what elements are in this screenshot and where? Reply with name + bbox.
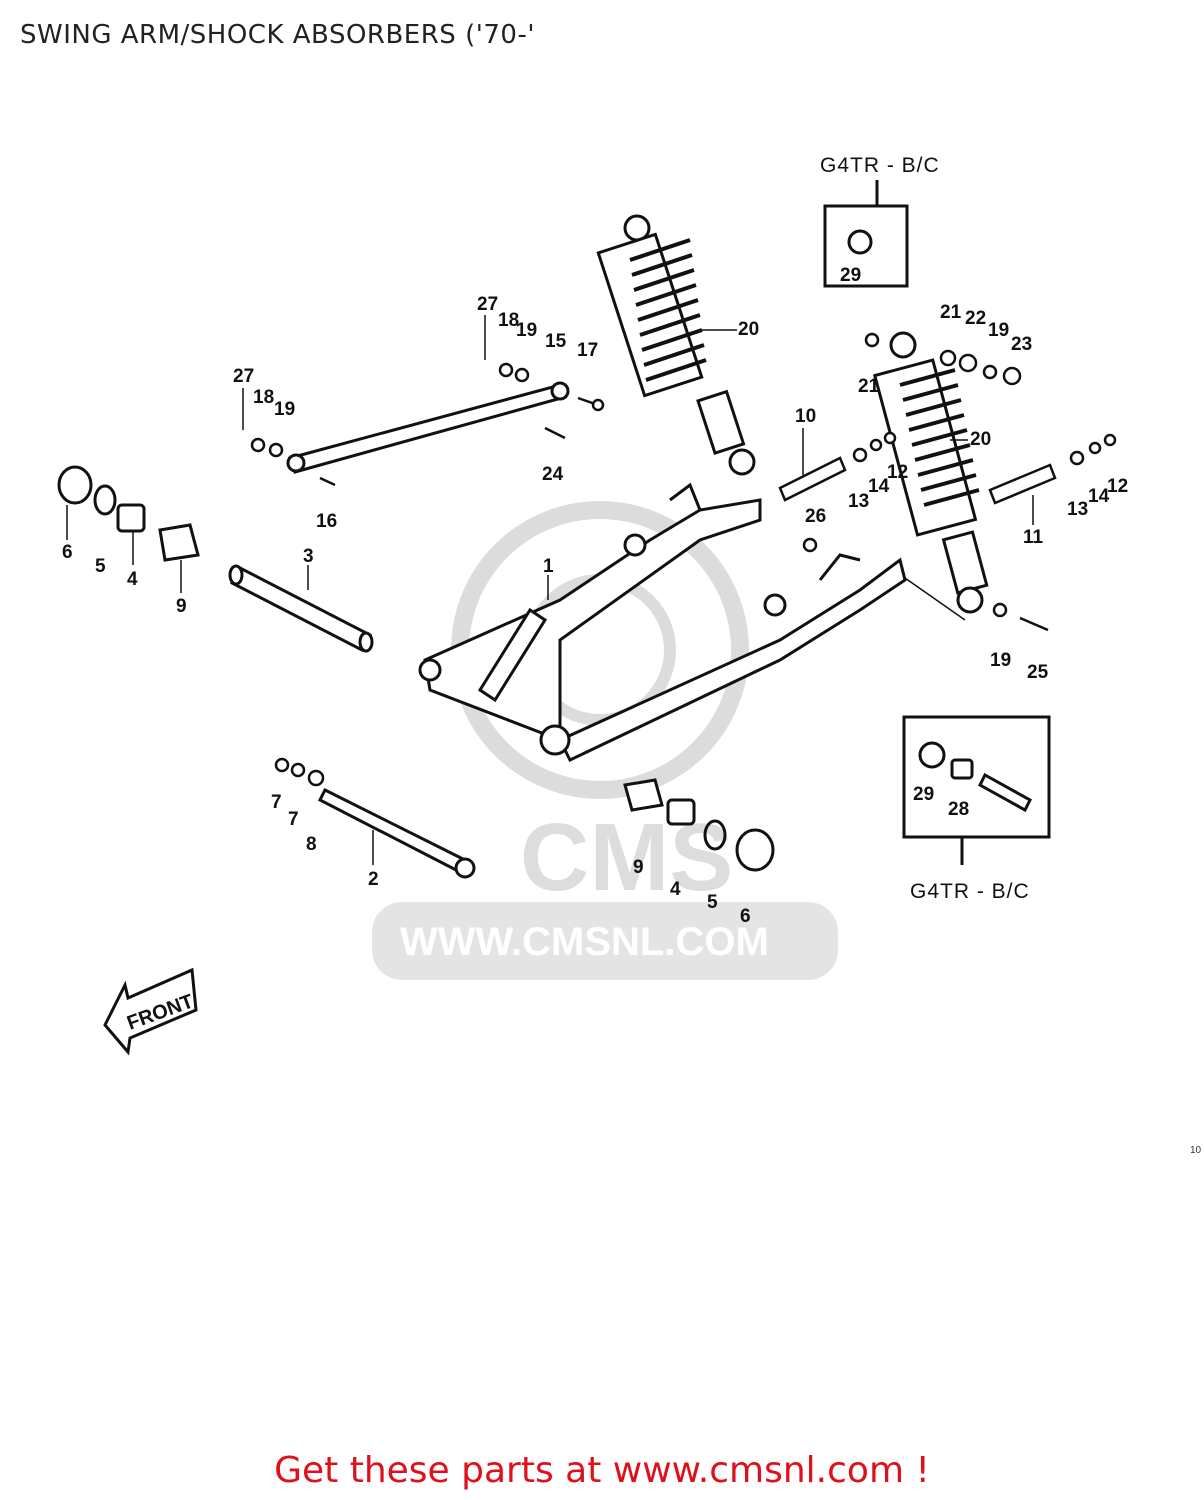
callout-16: 16: [316, 511, 337, 532]
callout-21a: 21: [940, 302, 962, 323]
callout-5b: 5: [707, 892, 718, 913]
callout-20b: 20: [970, 429, 991, 450]
callout-22: 22: [965, 308, 986, 329]
callout-25: 25: [1027, 662, 1049, 683]
callout-17: 17: [577, 340, 598, 361]
callout-5: 5: [95, 556, 106, 577]
callout-27b: 27: [477, 294, 498, 315]
callout-19c: 19: [988, 320, 1009, 341]
callout-6b: 6: [740, 906, 751, 927]
shock-absorber-right: [872, 331, 989, 614]
fasteners: [250, 332, 1117, 787]
callout-10: 10: [795, 406, 816, 427]
watermark-brand: CMS: [520, 804, 733, 911]
callout-1: 1: [543, 556, 554, 577]
callout-2: 2: [368, 869, 379, 890]
shock-absorber-left: [596, 214, 756, 476]
callout-8: 8: [306, 834, 317, 855]
variant-box-bottom: [902, 715, 1051, 865]
callout-26: 26: [805, 506, 826, 527]
box-label-bottom: G4TR - B/C: [910, 880, 1030, 903]
footer-link[interactable]: Get these parts at www.cmsnl.com !: [274, 1450, 930, 1491]
callout-9: 9: [176, 596, 187, 617]
callout-12b: 12: [1107, 476, 1128, 497]
callout-18b: 18: [498, 310, 519, 331]
callout-4b: 4: [670, 879, 681, 900]
callout-7b: 7: [288, 809, 299, 830]
callout-19b: 19: [516, 320, 537, 341]
callout-7a: 7: [271, 792, 282, 813]
callout-13b: 13: [1067, 499, 1088, 520]
callout-20a: 20: [738, 319, 759, 340]
variant-box-top: [823, 180, 909, 288]
callout-3: 3: [303, 546, 314, 567]
callout-13a: 13: [848, 491, 869, 512]
callout-24: 24: [542, 464, 564, 485]
callout-19d: 19: [990, 650, 1011, 671]
front-arrow: FRONT: [103, 967, 198, 1056]
callout-29a: 29: [840, 265, 861, 286]
right-bushings: [623, 778, 775, 872]
pivot-bolt: [317, 787, 476, 879]
callout-numbers: 1 2 3 4 5 6 7 7 8 9 10 11 12 12 13 13 14…: [62, 265, 1128, 927]
watermark-url: WWW.CMSNL.COM: [400, 920, 769, 964]
box-label-top: G4TR - B/C: [820, 154, 940, 177]
torque-link: [286, 381, 570, 474]
callout-12a: 12: [887, 462, 908, 483]
callout-27a: 27: [233, 366, 254, 387]
left-bushings: [57, 465, 200, 562]
callout-15: 15: [545, 331, 567, 352]
callout-29b: 29: [913, 784, 934, 805]
callout-14b: 14: [1088, 486, 1110, 507]
callout-4: 4: [127, 569, 138, 590]
callout-21b: 21: [858, 376, 880, 397]
callout-14a: 14: [868, 476, 890, 497]
page-title: SWING ARM/SHOCK ABSORBERS ('70-': [20, 20, 535, 50]
callout-6: 6: [62, 542, 73, 563]
corner-note: 10: [1190, 1145, 1202, 1156]
callout-9b: 9: [633, 857, 644, 878]
callout-19a: 19: [274, 399, 295, 420]
callout-18a: 18: [253, 387, 274, 408]
callout-28: 28: [948, 799, 969, 820]
leader-lines: [66, 315, 1034, 865]
callout-11: 11: [1023, 527, 1044, 548]
callout-23: 23: [1011, 334, 1032, 355]
pivot-collar: [228, 564, 374, 653]
swing-arm: [418, 482, 907, 762]
